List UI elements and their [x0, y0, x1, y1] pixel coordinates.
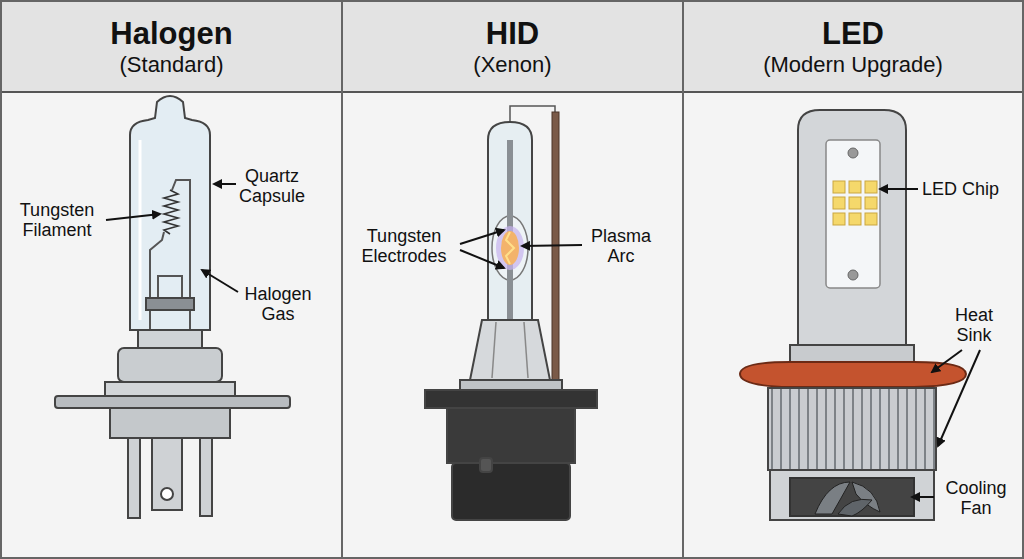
part-label: Heat Sink	[944, 305, 1004, 345]
part-label: Cooling Fan	[936, 478, 1016, 518]
column-title: LED	[822, 16, 884, 52]
column-title: Halogen	[110, 16, 232, 52]
part-label: Plasma Arc	[584, 226, 658, 266]
part-label: LED Chip	[922, 179, 1016, 199]
header-band: LED(Modern Upgrade)	[684, 2, 1022, 93]
leader-lines	[106, 184, 980, 497]
part-label: Halogen Gas	[236, 284, 320, 324]
header-band: HID(Xenon)	[343, 2, 682, 93]
halogen-bulb	[55, 96, 290, 518]
part-label: Tungsten Filament	[8, 200, 106, 240]
part-label: Quartz Capsule	[228, 166, 316, 206]
column-title: HID	[486, 16, 539, 52]
column-subtitle: (Modern Upgrade)	[763, 52, 943, 78]
led-bulb	[740, 110, 966, 520]
part-label: Tungsten Electrodes	[350, 226, 458, 266]
column-subtitle: (Standard)	[120, 52, 224, 78]
hid-bulb	[425, 106, 597, 520]
column-subtitle: (Xenon)	[473, 52, 551, 78]
header-band: Halogen(Standard)	[2, 2, 341, 93]
